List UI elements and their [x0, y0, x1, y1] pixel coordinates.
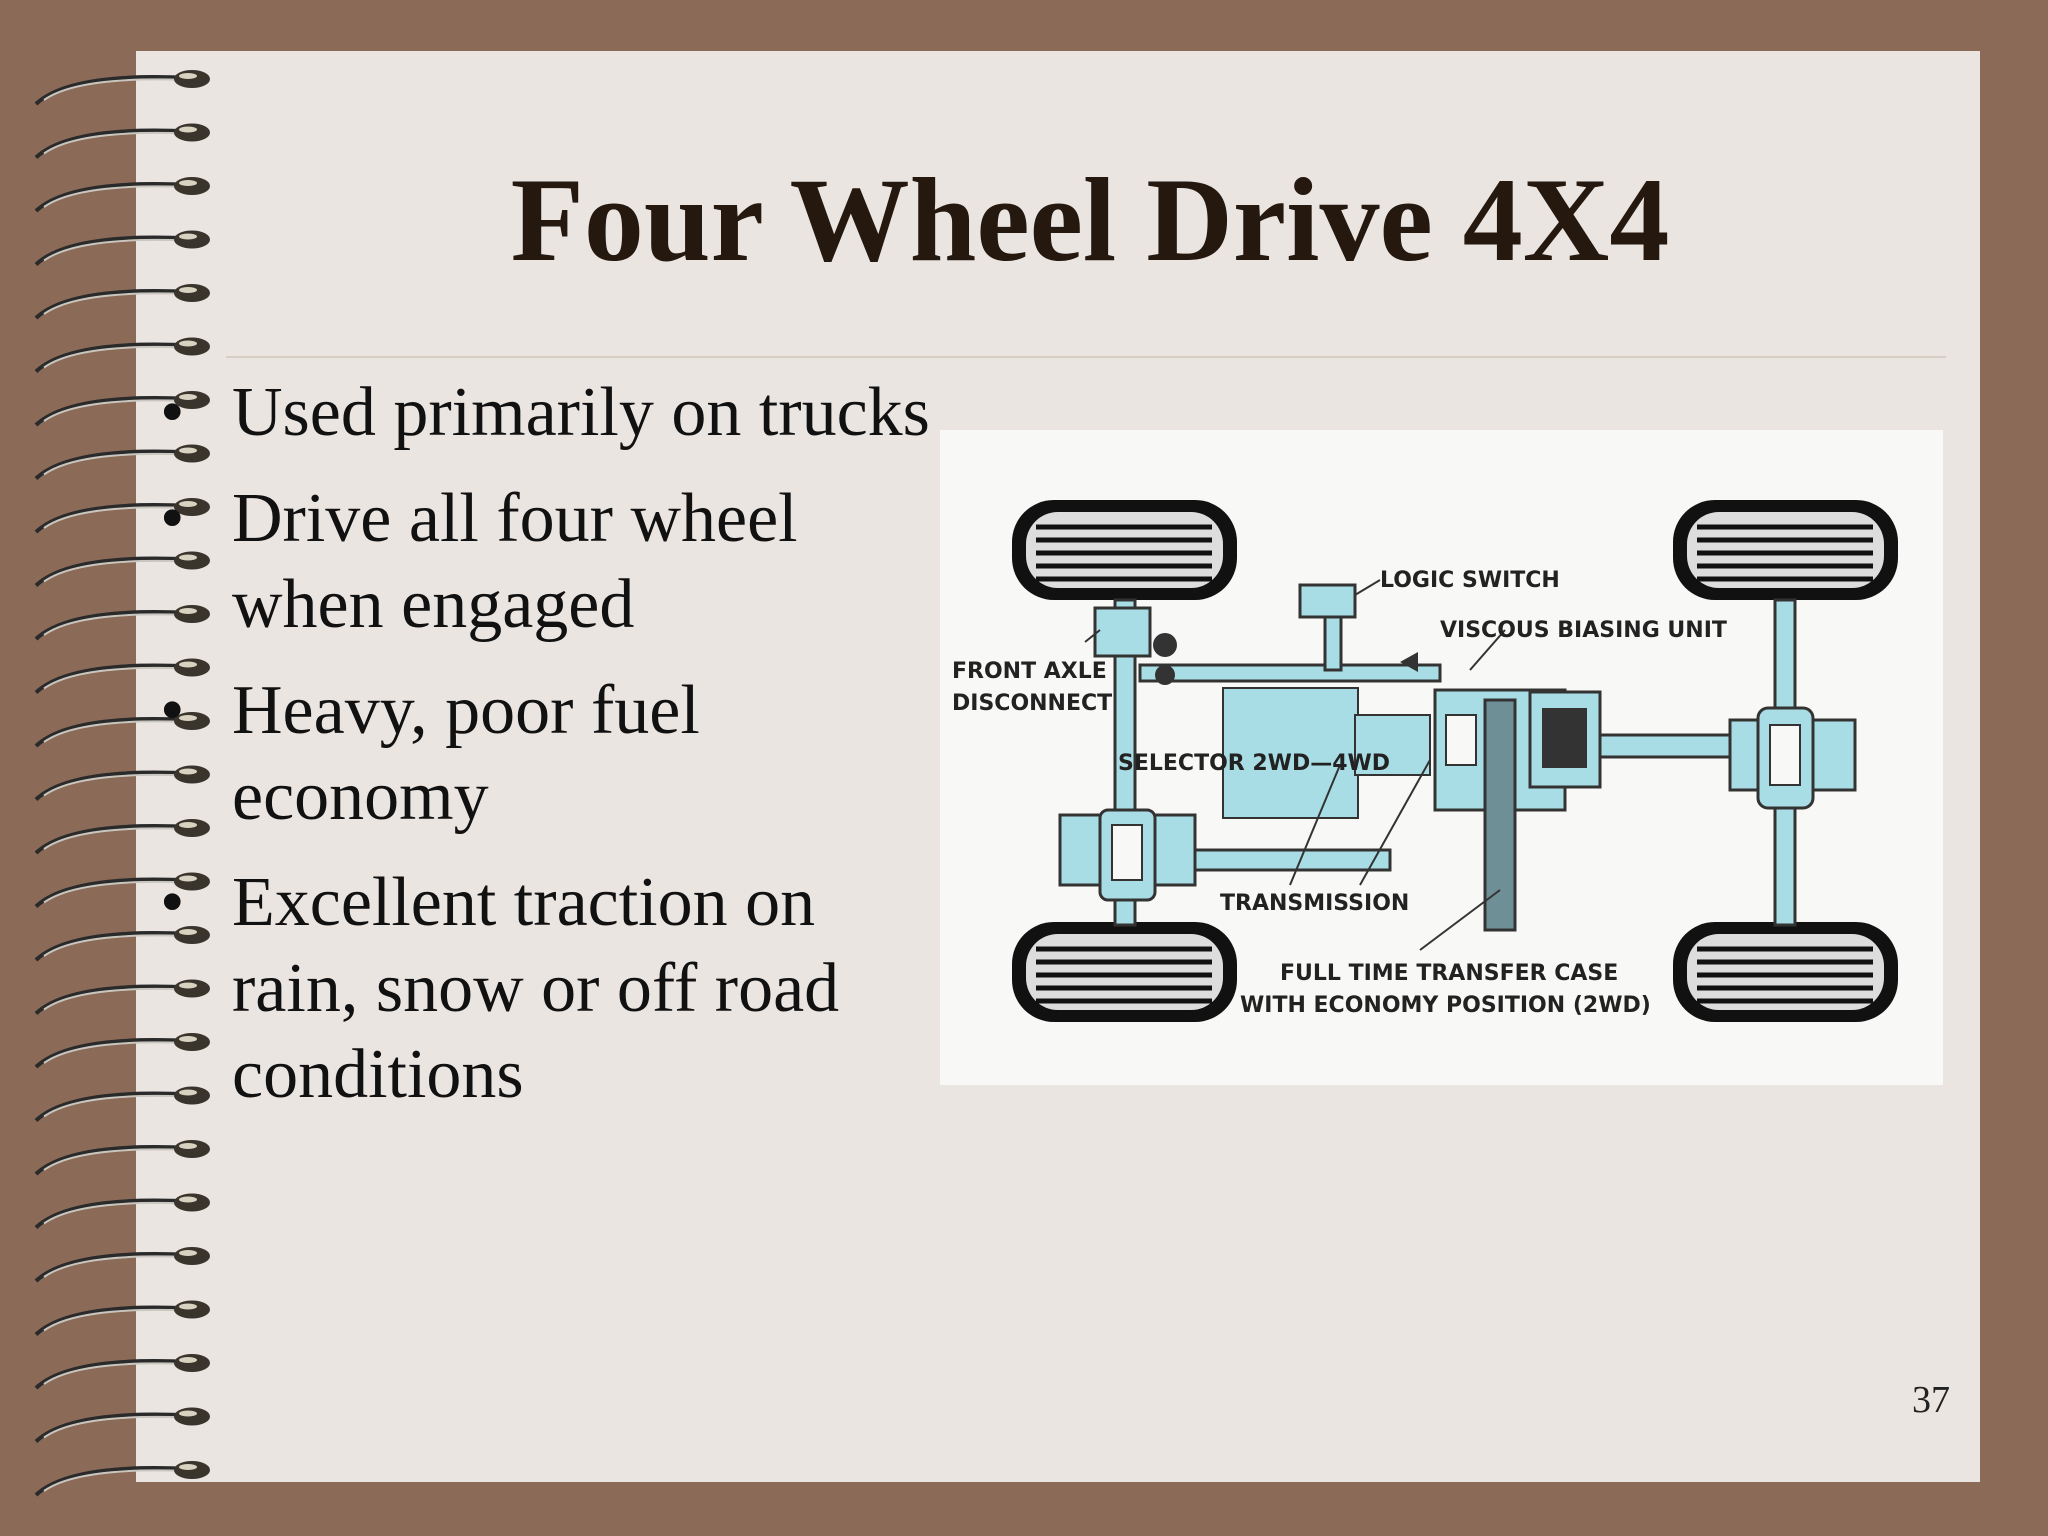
- label-viscous-biasing-unit: VISCOUS BIASING UNIT: [1440, 618, 1727, 643]
- valve-icon: [1400, 652, 1418, 672]
- rear-differential-icon: [1728, 706, 1857, 810]
- spiral-coil-icon: [34, 70, 210, 106]
- spiral-binding: [34, 70, 210, 1497]
- spiral-coil-icon: [34, 123, 210, 159]
- front-axle-disconnect-icon: [1093, 606, 1177, 685]
- spiral-coil-icon: [34, 177, 210, 213]
- spiral-coil-icon: [34, 872, 210, 908]
- spiral-coil-icon: [34, 765, 210, 801]
- spiral-coil-icon: [34, 337, 210, 373]
- spiral-coil-icon: [34, 926, 210, 962]
- bullet-text: Heavy, poor fuel economy: [232, 672, 700, 835]
- rear-left-tire-icon: [1012, 922, 1237, 1022]
- bullet-dot: •: [160, 672, 185, 749]
- label-selector: SELECTOR 2WD—4WD: [1118, 751, 1390, 776]
- transfer-case-icon: [1433, 688, 1602, 932]
- bullet-dot: •: [160, 480, 185, 557]
- transmission-block: [1354, 714, 1431, 776]
- title-divider: [226, 356, 1946, 358]
- front-right-tire-icon: [1673, 500, 1898, 600]
- front-differential-icon: [1058, 808, 1197, 902]
- bullet-dot: •: [160, 864, 185, 941]
- bullet-list: • Used primarily on trucks • Drive all fou…: [150, 370, 940, 1138]
- spiral-coil-icon: [34, 819, 210, 855]
- label-logic-switch: LOGIC SWITCH: [1380, 568, 1560, 593]
- spiral-coil-icon: [34, 551, 210, 587]
- spiral-coil-icon: [34, 1140, 210, 1176]
- spiral-coil-icon: [34, 1300, 210, 1336]
- page-number: 37: [1912, 1379, 1950, 1421]
- spiral-coil-icon: [34, 1193, 210, 1229]
- spiral-coil-icon: [34, 1407, 210, 1443]
- selector-block: [1222, 687, 1359, 819]
- rear-right-tire-icon: [1673, 922, 1898, 1022]
- front-left-tire-icon: [1012, 500, 1237, 600]
- label-front-axle-line1: FRONT AXLE: [952, 659, 1107, 684]
- label-front-axle-line2: DISCONNECT: [952, 691, 1112, 716]
- spiral-coil-icon: [34, 1461, 210, 1497]
- slide-title: Four Wheel Drive 4X4: [510, 153, 1670, 286]
- bullet-text: Excellent traction on rain, snow or off …: [232, 864, 840, 1113]
- logic-switch-icon: [1298, 583, 1357, 619]
- spiral-coil-icon: [34, 658, 210, 694]
- spiral-coil-icon: [34, 979, 210, 1015]
- spiral-coil-icon: [34, 230, 210, 266]
- bullet-text: Used primarily on trucks: [232, 374, 930, 451]
- spiral-coil-icon: [34, 498, 210, 534]
- drivetrain-diagram: LOGIC SWITCH VISCOUS BIASING UNIT FRONT …: [940, 430, 1943, 1085]
- spiral-coil-icon: [34, 712, 210, 748]
- bullet-item: • Drive all four wheel when engaged: [150, 476, 940, 648]
- bullet-item: • Heavy, poor fuel economy: [150, 668, 940, 840]
- label-transfer-case-line1: FULL TIME TRANSFER CASE: [1280, 961, 1618, 986]
- bullet-dot: •: [160, 374, 185, 451]
- leader-lines: [1084, 579, 1506, 951]
- spiral-coil-icon: [34, 1354, 210, 1390]
- bullet-item: • Excellent traction on rain, snow or off…: [150, 860, 940, 1118]
- label-transfer-case-line2: WITH ECONOMY POSITION (2WD): [1240, 993, 1651, 1018]
- spiral-coil-icon: [34, 444, 210, 480]
- spiral-coil-icon: [34, 605, 210, 641]
- spiral-coil-icon: [34, 391, 210, 427]
- spiral-coil-icon: [34, 1033, 210, 1069]
- spiral-coil-icon: [34, 1247, 210, 1283]
- bullet-text: Drive all four wheel when engaged: [232, 480, 798, 643]
- spiral-coil-icon: [34, 1086, 210, 1122]
- label-transmission: TRANSMISSION: [1220, 891, 1409, 916]
- bullet-item: • Used primarily on trucks: [150, 370, 940, 456]
- spiral-coil-icon: [34, 284, 210, 320]
